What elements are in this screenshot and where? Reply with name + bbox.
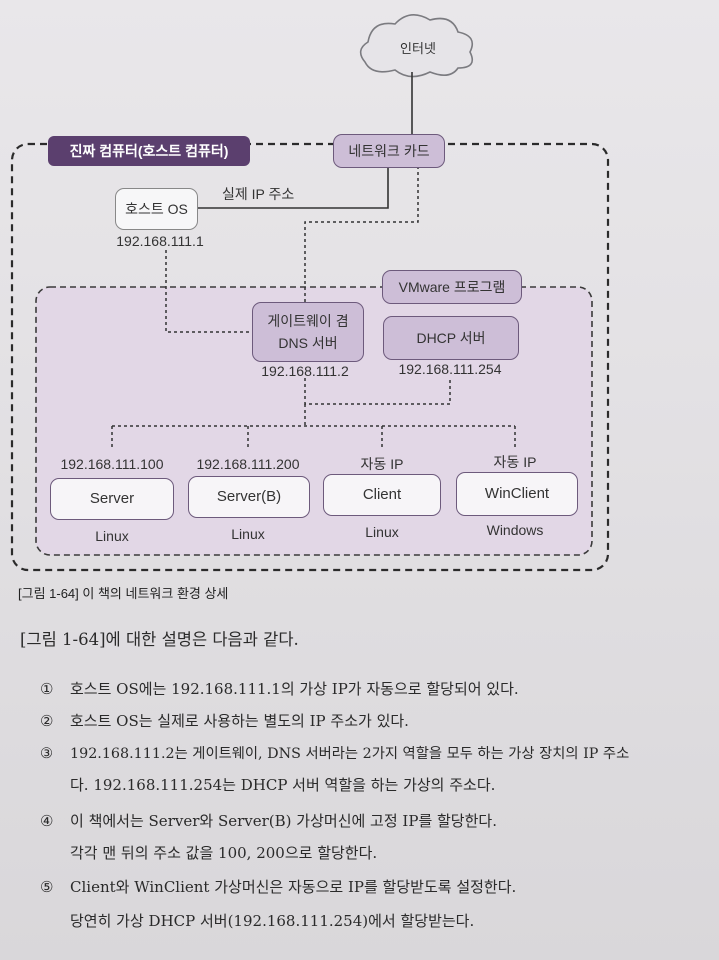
list-item: 각각 맨 뒤의 주소 값을 100, 200으로 할당한다.	[40, 842, 377, 863]
network-card-box: 네트워크 카드	[333, 134, 445, 168]
item-text: 각각 맨 뒤의 주소 값을 100, 200으로 할당한다.	[70, 844, 378, 862]
list-item: ① 호스트 OS에는 192.168.111.1의 가상 IP가 자동으로 할당되…	[40, 678, 519, 699]
vm-ip: 자동 IP	[360, 456, 404, 472]
host-computer-border	[10, 142, 610, 572]
vm-os: Windows	[486, 522, 544, 538]
item-text: 호스트 OS는 실제로 사용하는 별도의 IP 주소가 있다.	[70, 712, 409, 730]
host-to-gateway-line	[165, 250, 254, 333]
gateway-line2: DNS 서버	[278, 335, 338, 351]
real-ip-label: 실제 IP 주소	[222, 186, 295, 202]
item-number: ④	[40, 812, 54, 830]
vm-ip: 192.168.111.200	[196, 456, 300, 472]
list-item: 당연히 가상 DHCP 서버(192.168.111.254)에서 할당받는다.	[40, 910, 474, 931]
vm-os: Linux	[95, 528, 129, 544]
dhcp-ip: 192.168.111.254	[398, 361, 502, 377]
list-item: ④ 이 책에서는 Server와 Server(B) 가상머신에 고정 IP를 할…	[40, 810, 497, 831]
vmware-program-box: VMware 프로그램	[382, 270, 522, 304]
intro-text: [그림 1-64]에 대한 설명은 다음과 같다.	[20, 630, 299, 649]
host-os-ip: 192.168.111.1	[116, 233, 204, 249]
vm-box-client: Client	[323, 474, 441, 516]
vm-box-server: Server	[50, 478, 174, 520]
item-number: ①	[40, 680, 54, 698]
list-item: 다. 192.168.111.254는 DHCP 서버 역할을 하는 가상의 주…	[40, 774, 495, 795]
gateway-line1: 게이트웨이 겸	[267, 312, 349, 329]
list-item: ② 호스트 OS는 실제로 사용하는 별도의 IP 주소가 있다.	[40, 710, 409, 731]
host-computer-label: 진짜 컴퓨터(호스트 컴퓨터)	[48, 136, 250, 166]
item-number: ③	[40, 746, 53, 762]
host-os-box: 호스트 OS	[115, 188, 198, 230]
item-text: 192.168.111.2는 게이트웨이, DNS 서버라는 2가지 역할을 모…	[70, 746, 630, 762]
real-ip-line	[198, 166, 389, 209]
item-text: 호스트 OS에는 192.168.111.1의 가상 IP가 자동으로 할당되어…	[70, 680, 519, 698]
item-number: ②	[40, 712, 54, 730]
list-item: ⑤ Client와 WinClient 가상머신은 자동으로 IP를 할당받도록 …	[40, 876, 516, 897]
vm-box-server-b: Server(B)	[188, 476, 310, 518]
gateway-dns-box: 게이트웨이 겸 DNS 서버	[252, 302, 364, 362]
item-text: 이 책에서는 Server와 Server(B) 가상머신에 고정 IP를 할당…	[70, 812, 497, 830]
item-text: 다. 192.168.111.254는 DHCP 서버 역할을 하는 가상의 주…	[70, 776, 496, 794]
internet-label: 인터넷	[400, 41, 436, 56]
vm-ip: 자동 IP	[493, 454, 537, 470]
figure-caption: [그림 1-64] 이 책의 네트워크 환경 상세	[18, 586, 229, 601]
vm-box-winclient: WinClient	[456, 472, 578, 516]
item-number: ⑤	[40, 878, 54, 896]
vm-os: Linux	[231, 526, 265, 542]
network-diagram: 인터넷 진짜 컴퓨터(호스트 컴퓨터) 네트워크 카드 호스트 OS 실제 IP…	[10, 14, 610, 572]
list-item: ③ 192.168.111.2는 게이트웨이, DNS 서버라는 2가지 역할을 …	[40, 742, 629, 763]
vm-os: Linux	[365, 524, 399, 540]
item-text: 당연히 가상 DHCP 서버(192.168.111.254)에서 할당받는다.	[70, 912, 475, 930]
gateway-ip: 192.168.111.2	[261, 363, 349, 379]
item-text: Client와 WinClient 가상머신은 자동으로 IP를 할당받도록 설…	[70, 878, 517, 896]
vm-ip: 192.168.111.100	[60, 456, 164, 472]
gateway-dhcp-line	[304, 378, 451, 405]
dhcp-box: DHCP 서버	[383, 316, 519, 360]
